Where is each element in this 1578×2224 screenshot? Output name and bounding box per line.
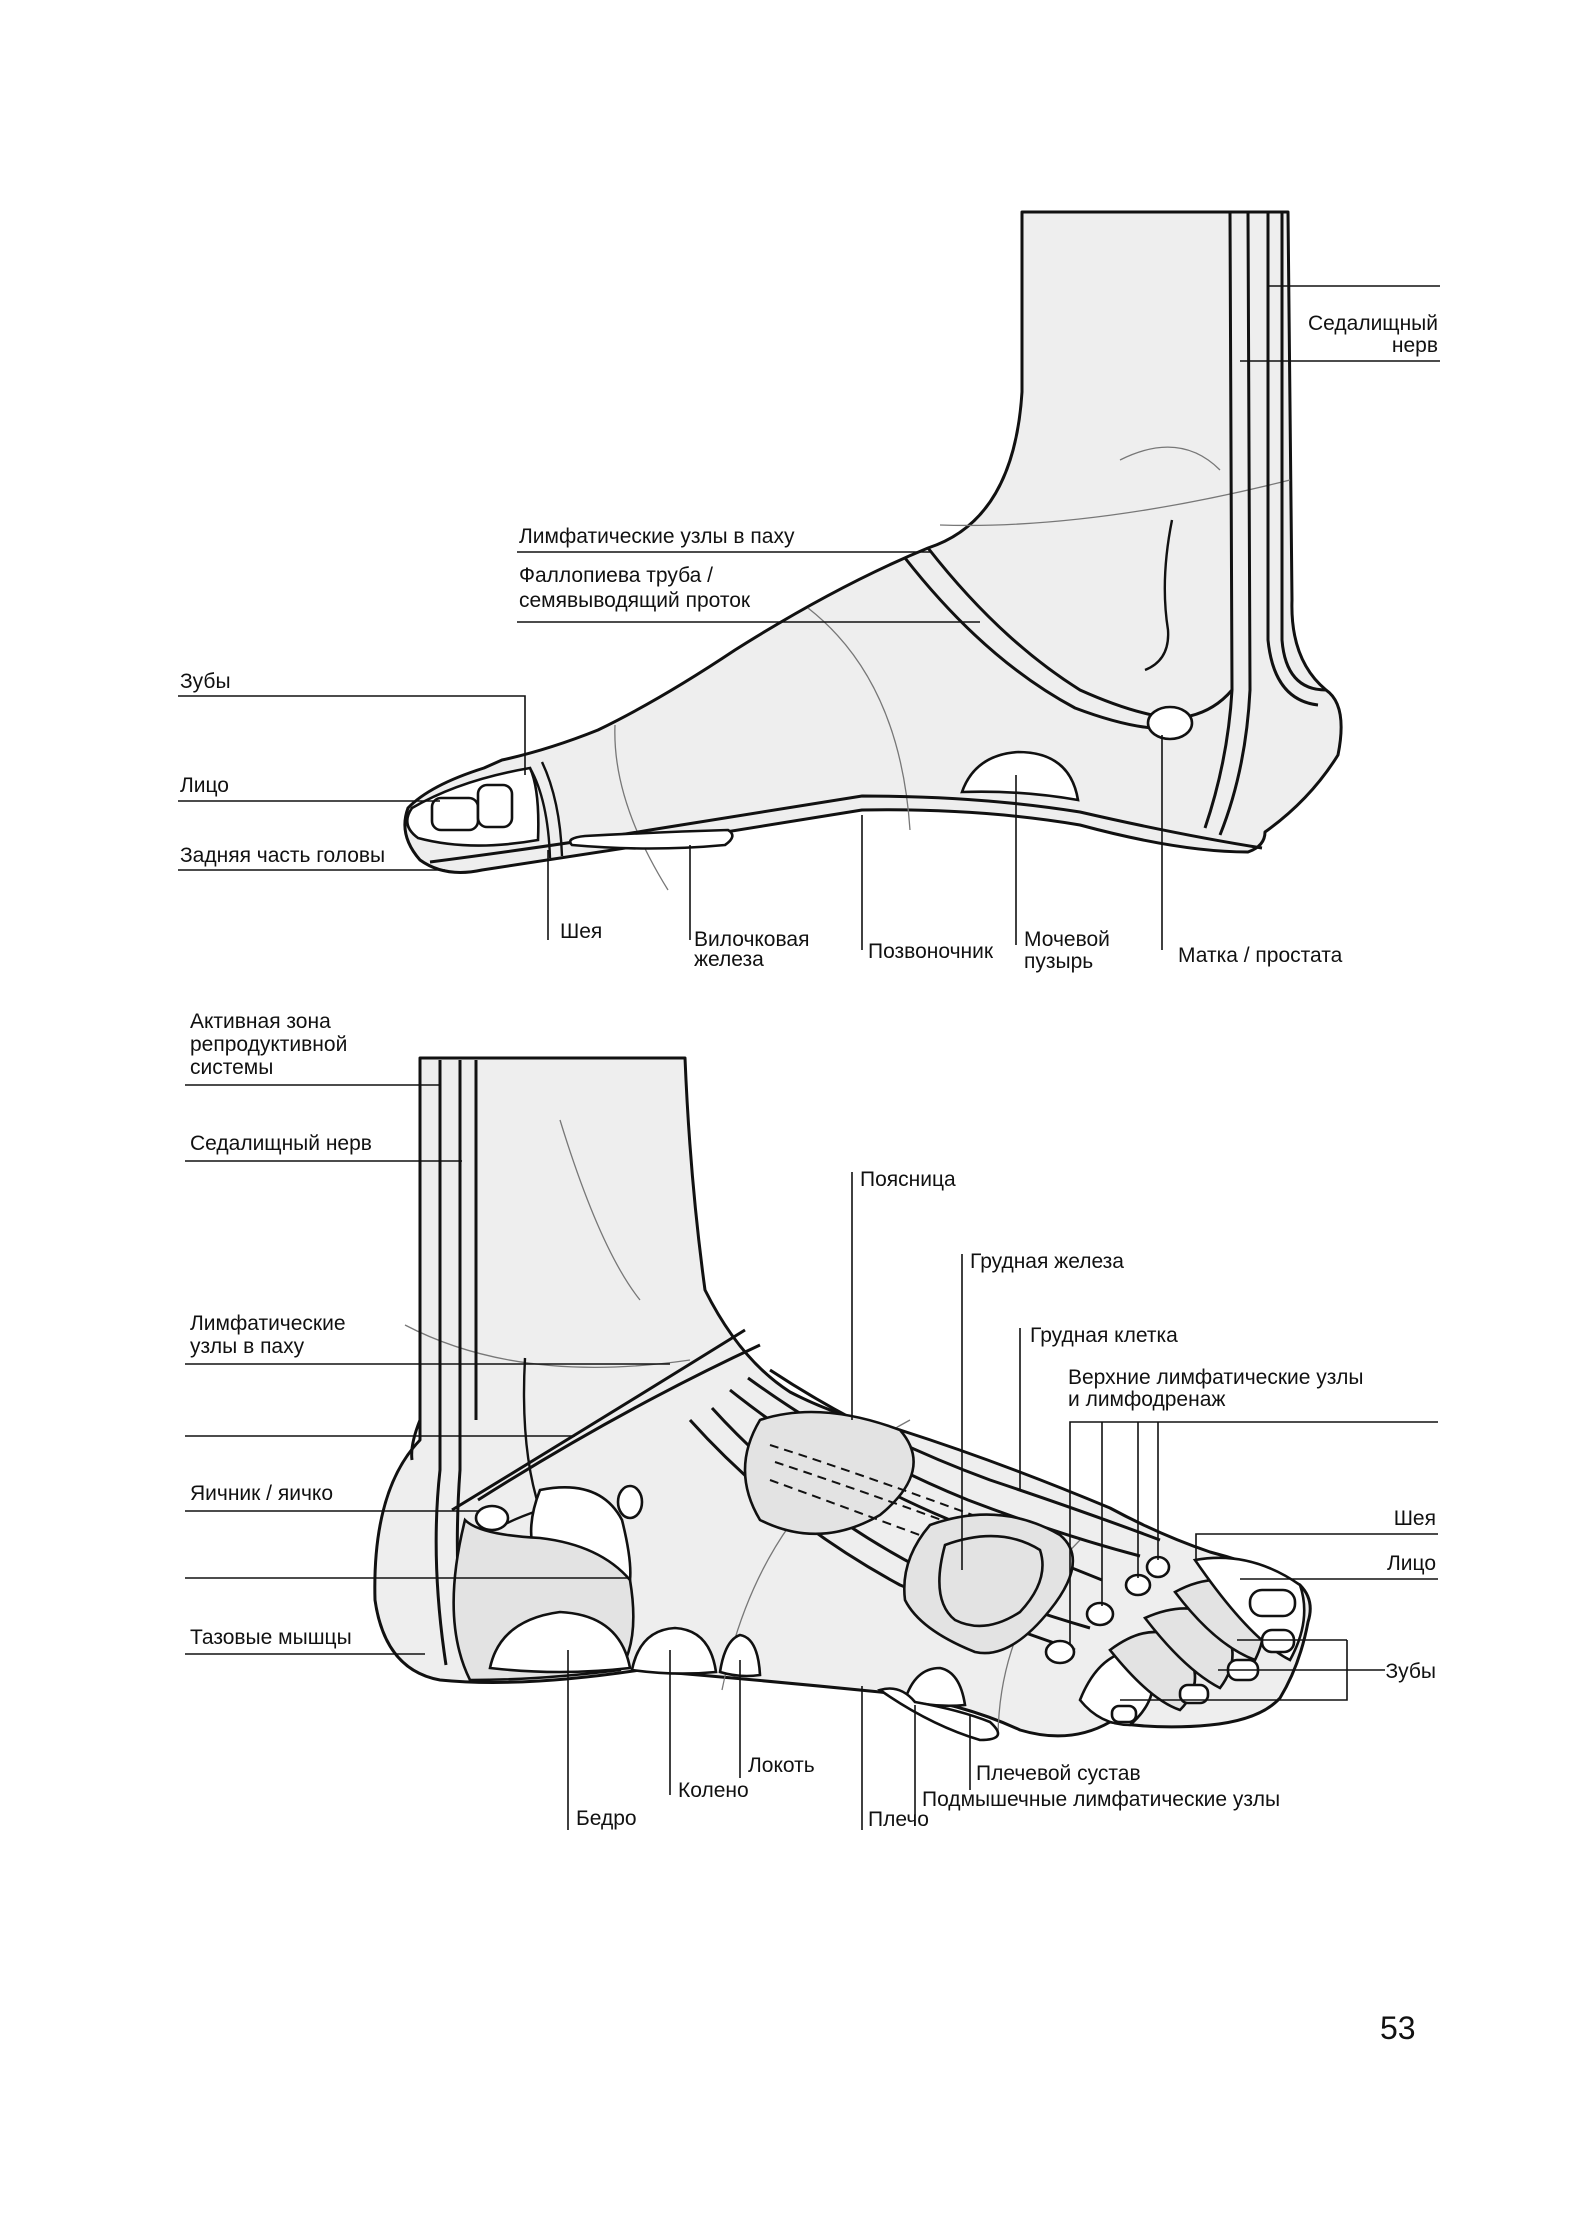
page-number: 53 — [1380, 2010, 1416, 2046]
top-lymph-band-3 — [1189, 689, 1234, 718]
bottom-label-shoulder: Плечо — [868, 1808, 929, 1831]
bottom-label-breast: Грудная железа — [970, 1250, 1124, 1273]
top-label-back-of-head: Задняя часть головы — [180, 844, 385, 867]
top-label-uterus: Матка / простата — [1178, 944, 1343, 967]
bottom-band-1 — [410, 1060, 422, 1461]
bottom-label-reproductive-3: системы — [190, 1056, 273, 1079]
bottom-hip-zone — [488, 1610, 632, 1674]
bottom-label-elbow: Локоть — [748, 1754, 815, 1777]
bottom-nail-4 — [1178, 1683, 1210, 1705]
bottom-node-1 — [1044, 1639, 1076, 1665]
bottom-label-shoulder-joint: Плечевой сустав — [976, 1762, 1141, 1785]
bottom-label-lower-back: Поясница — [860, 1168, 956, 1191]
bottom-node-2 — [1085, 1601, 1115, 1627]
bottom-shoulder-zone — [877, 1687, 1000, 1742]
top-label-bladder-1: Мочевой — [1024, 928, 1110, 951]
top-labels: Седалищный нерв Лимфатические узлы в пах… — [180, 312, 1438, 973]
top-sciatic-band-4 — [1280, 212, 1327, 692]
bottom-lymph-diag-1 — [451, 1328, 746, 1512]
top-label-thymus-2: железа — [694, 948, 764, 971]
bottom-nail-5 — [1110, 1704, 1138, 1724]
bottom-label-reproductive-2: репродуктивной — [190, 1033, 347, 1056]
bottom-nail-2 — [1260, 1628, 1296, 1654]
top-tex-3 — [614, 724, 669, 891]
bottom-long-band-5 — [769, 1368, 1161, 1542]
top-bladder-zone — [960, 750, 1080, 802]
top-label-sciatic-2: нерв — [1392, 334, 1438, 357]
top-foot-diagram — [403, 210, 1343, 891]
bottom-label-reproductive-1: Активная зона — [190, 1010, 331, 1033]
bottom-ovary-node — [474, 1504, 510, 1532]
bottom-label-face: Лицо — [1387, 1552, 1436, 1575]
top-lymph-band-1 — [926, 547, 1153, 717]
bottom-label-upper-lymph-1: Верхние лимфатические узлы — [1068, 1366, 1364, 1389]
top-uterus-curve — [1144, 519, 1174, 672]
top-teeth-zone — [476, 783, 514, 829]
top-label-groin-lymph: Лимфатические узлы в паху — [519, 525, 795, 548]
bottom-foot-diagram — [373, 1056, 1312, 1742]
top-label-spine: Позвоночник — [868, 940, 994, 963]
top-tex-4 — [1119, 446, 1221, 471]
top-toe-line-2 — [540, 761, 564, 857]
top-leader-lines — [178, 285, 1440, 950]
bottom-label-neck: Шея — [1394, 1507, 1436, 1530]
bottom-label-groin-2: узлы в паху — [190, 1335, 305, 1358]
top-tex-2 — [807, 607, 911, 831]
top-label-face: Лицо — [180, 774, 229, 797]
top-label-teeth: Зубы — [180, 670, 231, 693]
bottom-label-axillary: Подмышечные лимфатические узлы — [922, 1788, 1280, 1811]
top-sciatic-band-1 — [1203, 211, 1234, 829]
bottom-labels: Активная зона репродуктивной системы Сед… — [190, 1010, 1436, 1831]
bottom-label-sciatic: Седалищный нерв — [190, 1132, 372, 1155]
top-label-sciatic-1: Седалищный — [1308, 312, 1438, 335]
bottom-label-pelvic: Тазовые мышцы — [190, 1626, 352, 1649]
top-tex-1 — [939, 479, 1291, 527]
bottom-label-ovary: Яичник / яичко — [190, 1482, 333, 1505]
top-label-fallopian-2: семявыводящий проток — [519, 589, 751, 612]
bottom-band-2 — [434, 1060, 448, 1666]
bottom-tex-4 — [559, 1119, 641, 1301]
top-toe-line-1 — [528, 767, 552, 859]
bottom-label-chest: Грудная клетка — [1030, 1324, 1178, 1347]
top-thymus-zone — [568, 828, 734, 850]
top-label-thymus-1: Вилочковая — [694, 928, 809, 951]
top-lymph-band-2 — [903, 557, 1153, 730]
bottom-nail-1 — [1248, 1588, 1297, 1618]
bottom-label-teeth: Зубы — [1385, 1660, 1436, 1683]
bottom-leader-lines — [185, 1084, 1438, 1830]
top-label-neck: Шея — [560, 920, 602, 943]
top-sciatic-band-2 — [1218, 211, 1252, 836]
bottom-lower-back-zone — [743, 1410, 915, 1536]
bottom-lymph-diag-2 — [477, 1343, 761, 1502]
bottom-breast-zone — [938, 1534, 1044, 1628]
top-label-bladder-2: пузырь — [1024, 950, 1093, 973]
top-foot-outline — [403, 210, 1343, 874]
bottom-label-knee: Колено — [678, 1779, 749, 1802]
top-face-zone — [430, 796, 480, 832]
bottom-lymph-node-small — [616, 1484, 644, 1520]
bottom-label-upper-lymph-2: и лимфодренаж — [1068, 1388, 1225, 1411]
bottom-label-groin-1: Лимфатические — [190, 1312, 346, 1335]
top-label-fallopian-1: Фаллопиева труба / — [519, 564, 713, 587]
bottom-label-hip: Бедро — [576, 1807, 637, 1830]
bottom-lymph-curve — [494, 1357, 542, 1531]
bottom-knee-zone — [630, 1626, 718, 1675]
top-uterus-zone — [1146, 705, 1194, 741]
top-sciatic-band-3 — [1266, 212, 1319, 707]
